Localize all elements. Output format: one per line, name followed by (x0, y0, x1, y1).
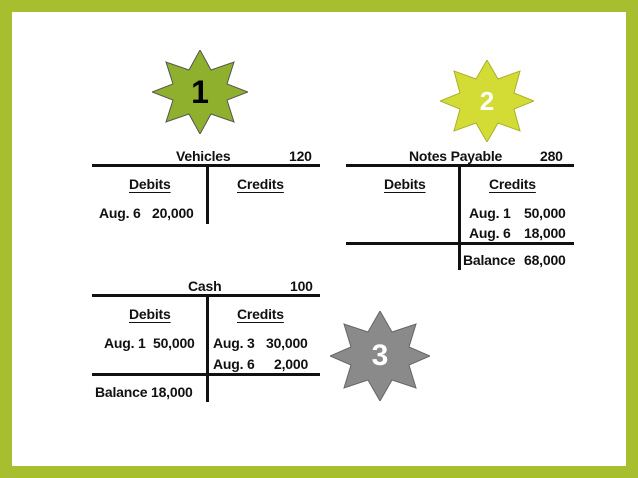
credit-entry-date: Aug. 6 (469, 225, 511, 241)
debit-entry-date: Aug. 6 (99, 205, 141, 221)
credit-entry-date: Aug. 1 (469, 205, 511, 221)
star-shape (152, 50, 248, 134)
badge-2-number: 2 (479, 85, 495, 116)
balance-rule (92, 373, 320, 376)
balance-rule (346, 242, 574, 245)
balance-label: Balance (95, 384, 148, 400)
credit-entry-amount: 50,000 (524, 205, 566, 221)
account-number: 120 (289, 148, 312, 164)
credits-header: Credits (237, 306, 284, 322)
star-shape (330, 311, 430, 401)
credit-entry-amount: 18,000 (524, 225, 566, 241)
balance-amount: 18,000 (151, 384, 193, 400)
balance-label: Balance (463, 252, 516, 268)
debit-entry-date: Aug. 1 (104, 335, 146, 351)
account-name: Notes Payable (409, 148, 503, 164)
credit-entry-date: Aug. 3 (213, 335, 255, 351)
debits-header: Debits (129, 176, 171, 192)
debits-header: Debits (129, 306, 171, 322)
account-number: 100 (290, 278, 313, 294)
balance-amount: 68,000 (524, 252, 566, 268)
star-shape (440, 60, 534, 142)
badge-1-star-icon: 1 (152, 50, 248, 134)
credits-header: Credits (489, 176, 536, 192)
account-name: Vehicles (176, 148, 231, 164)
account-number: 280 (540, 148, 563, 164)
debits-header: Debits (384, 176, 426, 192)
t-account-divider (458, 164, 461, 270)
credit-entry-date: Aug. 6 (213, 356, 255, 372)
credit-entry-amount: 30,000 (266, 335, 308, 351)
slide (12, 12, 626, 466)
badge-3-number: 3 (371, 339, 389, 372)
badge-3-star-icon: 3 (330, 311, 430, 401)
badge-2-star-icon: 2 (440, 60, 534, 142)
badge-1-number: 1 (191, 73, 209, 110)
t-account-divider (206, 294, 209, 402)
debit-entry-amount: 20,000 (152, 205, 194, 221)
credits-header: Credits (237, 176, 284, 192)
debit-entry-amount: 50,000 (153, 335, 195, 351)
t-account-divider (206, 164, 209, 224)
account-name: Cash (188, 278, 222, 294)
credit-entry-amount: 2,000 (274, 356, 309, 372)
